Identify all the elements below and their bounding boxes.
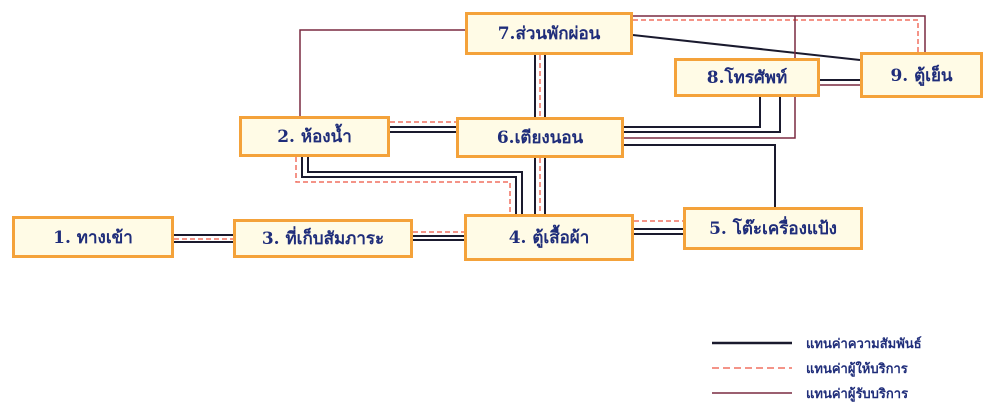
edge-entrance-storage [174, 234, 233, 243]
node-bed: 6.เตียงนอน [456, 117, 624, 158]
legend-item-provider: แทนค่าผู้ให้บริการ [712, 358, 908, 378]
node-label: 6.เตียงนอน [496, 128, 584, 148]
node-label: 2. ห้องน้ำ [277, 127, 352, 147]
node-wardrobe: 4. ตู้เสื้อผ้า [464, 214, 634, 261]
node-label: 7.ส่วนพักผ่อน [497, 24, 601, 44]
node-label: 8.โทรศัพท์ [706, 68, 788, 88]
node-label: 5. โต๊ะเครื่องแป้ง [709, 219, 837, 239]
node-entrance: 1. ทางเข้า [12, 216, 174, 258]
legend-item-relationship: แทนค่าความสัมพันธ์ [712, 333, 922, 353]
edge-bed-lounge [534, 55, 546, 117]
node-dressing-table: 5. โต๊ะเครื่องแป้ง [683, 207, 863, 250]
node-label: 9. ตู้เย็น [890, 65, 953, 86]
edge-wardrobe-dressing-table [634, 220, 683, 235]
node-label: 1. ทางเข้า [53, 227, 133, 248]
node-bathroom: 2. ห้องน้ำ [239, 116, 390, 157]
legend-item-receiver: แทนค่าผู้รับบริการ [712, 383, 908, 403]
edge-bathroom-wardrobe [295, 157, 523, 214]
legend-label: แทนค่าผู้ให้บริการ [806, 361, 908, 377]
legend-label: แทนค่าผู้รับบริการ [806, 386, 909, 402]
edge-telephone-refrigerator [820, 79, 860, 86]
node-label: 3. ที่เก็บสัมภาระ [261, 229, 385, 249]
node-label: 4. ตู้เสื้อผ้า [508, 228, 590, 248]
edge-bathroom-bed [390, 121, 456, 133]
edge-lounge-refrigerator [632, 15, 926, 61]
node-telephone: 8.โทรศัพท์ [674, 58, 820, 97]
edge-bed-dressing-table [624, 144, 776, 207]
node-luggage-storage: 3. ที่เก็บสัมภาระ [233, 219, 413, 258]
edge-bed-telephone [624, 16, 796, 139]
node-lounge: 7.ส่วนพักผ่อน [465, 12, 633, 55]
legend-label: แทนค่าความสัมพันธ์ [806, 336, 922, 352]
edge-bathroom-lounge [299, 29, 465, 116]
node-refrigerator: 9. ตู้เย็น [860, 52, 983, 98]
edge-wardrobe-bed [534, 158, 546, 214]
edge-storage-wardrobe [413, 231, 464, 241]
